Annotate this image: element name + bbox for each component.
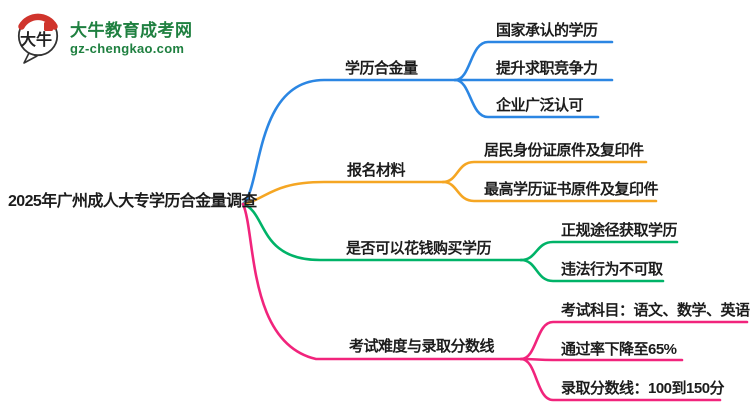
brand-logo: 大牛 大牛教育成考网 gz-chengkao.com bbox=[14, 13, 193, 65]
brand-domain: gz-chengkao.com bbox=[70, 41, 185, 57]
branch-3-child-1-curve bbox=[519, 240, 679, 262]
branch-2-curve bbox=[241, 180, 445, 206]
branch-1-curve bbox=[241, 78, 457, 206]
branch-4-child-1: 考试科目：语文、数学、英语 bbox=[561, 302, 750, 319]
branch-4-child-3-curve bbox=[519, 357, 722, 402]
branch-3-label: 是否可以花钱购买学历 bbox=[346, 240, 492, 257]
branch-2-child-1: 居民身份证原件及复印件 bbox=[484, 142, 644, 159]
branch-1-lines bbox=[241, 40, 614, 206]
branch-1-child-1-curve bbox=[453, 40, 614, 82]
branch-3-curve bbox=[241, 202, 523, 262]
branch-3-child-2-curve bbox=[519, 258, 665, 283]
red-seal-icon bbox=[44, 22, 53, 31]
logo-icon-text: 大牛 bbox=[20, 30, 52, 49]
branch-1-child-1: 国家承认的学历 bbox=[496, 22, 598, 39]
daniu-speech-bubble-icon: 大牛 bbox=[17, 13, 59, 64]
branch-4-child-3: 录取分数线：100到150分 bbox=[561, 380, 725, 397]
root-topic: 2025年广州成人大专学历合金量调查 bbox=[8, 193, 257, 210]
branch-2-child-2: 最高学历证书原件及复印件 bbox=[484, 181, 659, 198]
branch-4-child-1-curve bbox=[519, 320, 749, 361]
branch-2-child-2-curve bbox=[441, 180, 658, 203]
branch-2-label: 报名材料 bbox=[347, 162, 406, 179]
branch-1-child-2: 提升求职竞争力 bbox=[496, 60, 598, 77]
branch-3-lines bbox=[241, 202, 679, 283]
branch-3-child-2: 违法行为不可取 bbox=[561, 261, 663, 278]
branch-4-curve bbox=[241, 202, 523, 361]
branch-1-label: 学历合金量 bbox=[345, 60, 418, 77]
branch-4-child-2: 通过率下降至65% bbox=[561, 341, 677, 358]
branch-1-child-3-curve bbox=[453, 78, 600, 119]
brand-name: 大牛教育成考网 bbox=[70, 20, 193, 40]
branch-4-label: 考试难度与录取分数线 bbox=[349, 338, 495, 355]
branch-3-child-1: 正规途径获取学历 bbox=[561, 222, 678, 239]
branch-2-lines bbox=[241, 160, 658, 206]
branch-4-lines bbox=[241, 202, 749, 402]
branch-1-child-3: 企业广泛认可 bbox=[496, 97, 584, 114]
branch-2-child-1-curve bbox=[441, 160, 648, 184]
